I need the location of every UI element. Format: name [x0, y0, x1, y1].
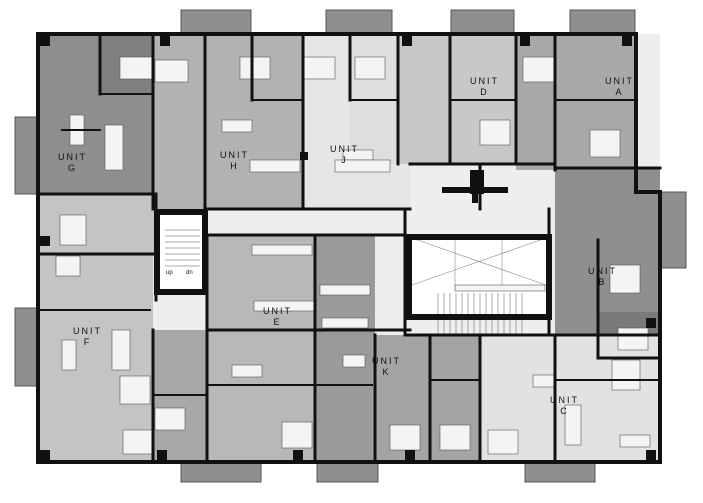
unit-label-e: UNIT E — [263, 306, 292, 327]
furniture — [55, 56, 651, 455]
unit-label-f: UNIT F — [73, 326, 102, 347]
stair-up-label: up — [166, 270, 173, 276]
balconies — [14, 9, 687, 483]
unit-label-h: UNIT H — [220, 150, 249, 171]
balcony — [180, 9, 252, 35]
stair-down-label: dn — [186, 270, 193, 276]
unit-label-j: UNIT J — [330, 144, 359, 165]
balcony — [450, 9, 515, 35]
unit-areas — [38, 34, 660, 462]
unit-e2-area — [315, 235, 375, 462]
unit-label-d: UNIT D — [470, 76, 499, 97]
unit-label-a: UNIT A — [605, 76, 634, 97]
unit-f-area — [38, 254, 153, 462]
balcony — [14, 307, 41, 387]
unit-label-c: UNIT C — [550, 395, 579, 416]
balcony — [569, 9, 636, 35]
walls — [36, 32, 662, 464]
unit-label-g: UNIT G — [58, 152, 87, 173]
unit-label-k: UNIT K — [372, 356, 401, 377]
balcony — [325, 9, 393, 35]
stair-core — [157, 212, 205, 292]
elevator-core — [409, 237, 549, 317]
unit-label-b: UNIT B — [588, 266, 617, 287]
balcony — [14, 116, 41, 195]
unit-left-bed — [38, 194, 156, 254]
balcony — [657, 191, 687, 269]
